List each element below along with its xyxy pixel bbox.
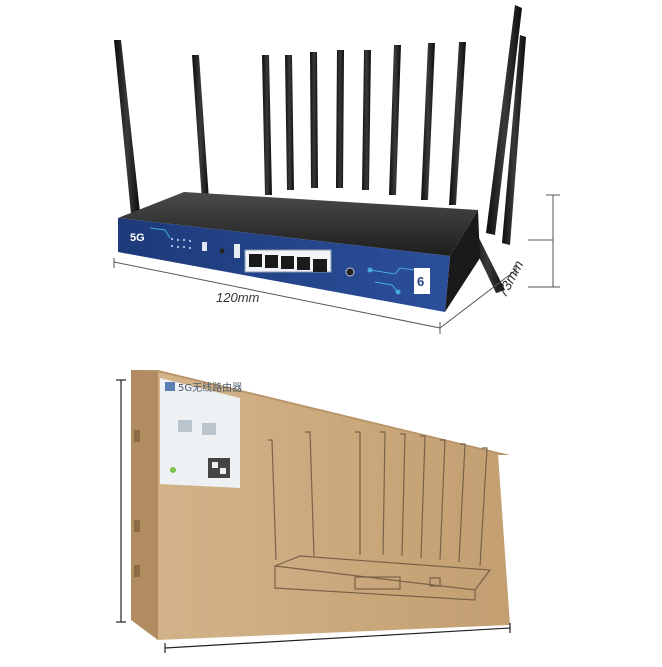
reset-button (202, 242, 207, 251)
wifi6-badge-text: 6 (417, 274, 424, 289)
router: 5G 6 (114, 5, 526, 312)
brand-logo-text: 5G (130, 232, 145, 244)
status-leds (170, 237, 192, 250)
dimension-lines (113, 194, 560, 334)
sim-slot (219, 248, 225, 254)
box-label-text: 5G无线路由器 (178, 383, 243, 394)
power-jack (345, 267, 355, 277)
width-dimension-label: 120mm (216, 290, 260, 305)
lan-ports (244, 249, 332, 273)
box-router-outline (268, 431, 492, 601)
usb-port (234, 244, 240, 258)
antennas (114, 5, 526, 293)
product-box (116, 370, 511, 653)
box-sticker (160, 378, 240, 488)
brand-logo: 5G (130, 232, 145, 244)
wifi6-badge: 6 (414, 268, 430, 294)
